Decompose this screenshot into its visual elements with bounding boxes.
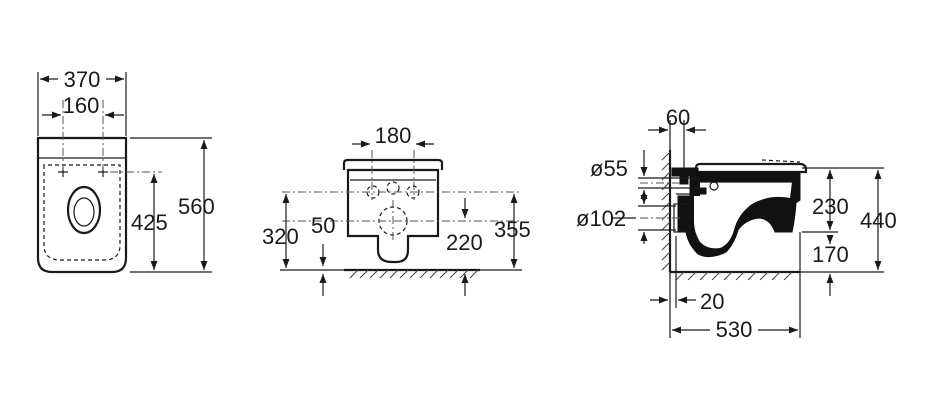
dim-label-170: 170 — [812, 242, 849, 267]
dim-label-160: 160 — [63, 93, 100, 118]
dim-label-370: 370 — [64, 67, 101, 92]
dim-label-60: 60 — [666, 105, 690, 130]
dim-label-220: 220 — [446, 230, 483, 255]
dim-label-320: 320 — [262, 224, 299, 249]
dim-label-50: 50 — [311, 213, 335, 238]
front-bowl-opening — [66, 185, 102, 235]
dim-label-530: 530 — [716, 317, 753, 342]
front-bowl-opening-inner — [73, 197, 95, 227]
front-inner-dashed — [43, 164, 121, 261]
dim-label-440: 440 — [860, 208, 897, 233]
rear-view: 180 320 50 220 355 — [262, 123, 531, 296]
side-view: 60 ø55 ø102 20 530 230 170 440 — [576, 105, 897, 342]
dim-label-560: 560 — [178, 194, 215, 219]
dim-label-o55: ø55 — [590, 156, 628, 181]
dim-label-180: 180 — [375, 123, 412, 148]
rear-fix-circle-right — [406, 185, 420, 199]
front-view: 370 160 560 425 — [36, 67, 215, 274]
dim-label-20: 20 — [700, 289, 724, 314]
rear-fix-circle-mid — [386, 181, 400, 195]
rear-top-rim — [342, 158, 444, 170]
dim-label-o102: ø102 — [576, 206, 626, 231]
rear-body-outline — [346, 168, 440, 264]
side-seat-lid — [694, 162, 808, 174]
dim-label-230: 230 — [812, 194, 849, 219]
dim-label-355: 355 — [494, 217, 531, 242]
dim-label-425: 425 — [131, 210, 168, 235]
front-bowl-outline — [36, 136, 128, 274]
